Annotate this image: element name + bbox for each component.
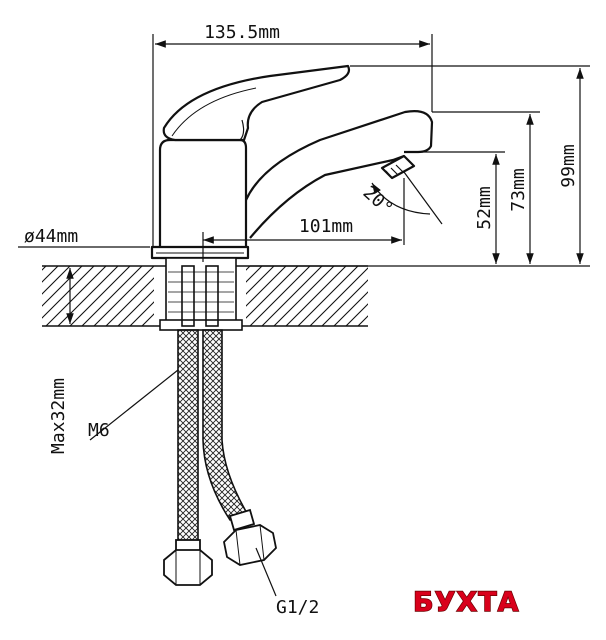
label-spout-reach: 101mm xyxy=(299,216,353,237)
label-height-52: 52mm xyxy=(474,186,495,229)
hose-nut-left xyxy=(163,539,213,586)
label-height-99: 99mm xyxy=(558,144,579,187)
flexible-hoses xyxy=(163,329,277,586)
dimension-lines xyxy=(18,34,590,597)
label-g12: G1/2 xyxy=(276,597,319,618)
countertop-section xyxy=(42,265,368,327)
label-base-diameter: ø44mm xyxy=(24,226,78,247)
label-angle: 20° xyxy=(359,182,397,219)
label-m6: M6 xyxy=(88,420,110,441)
label-height-73: 73mm xyxy=(508,168,529,211)
faucet-body xyxy=(150,64,434,260)
mounting-assembly xyxy=(159,257,243,331)
label-total-width: 135.5mm xyxy=(204,22,280,43)
label-max-thickness: Max32mm xyxy=(48,378,69,454)
hose-nut-right xyxy=(223,508,277,566)
bukhta-watermark-logo: БУХТА xyxy=(413,587,520,618)
